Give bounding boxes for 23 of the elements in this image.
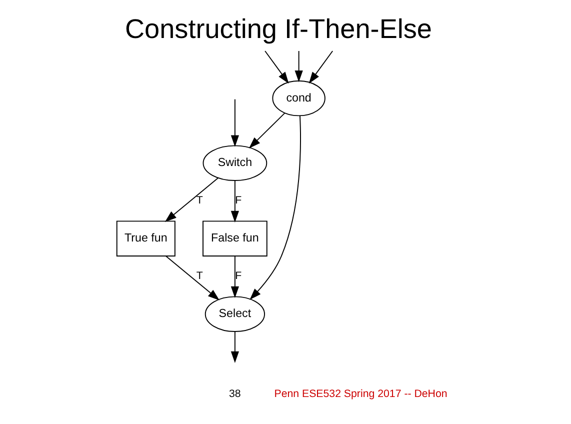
node-ellipse: Select — [204, 296, 264, 332]
edge-label: F — [234, 270, 242, 282]
arrow — [230, 331, 239, 363]
arrow — [294, 50, 302, 82]
arrow — [230, 256, 239, 298]
node-box: False fun — [202, 220, 267, 257]
edge-label: T — [196, 270, 202, 282]
arrow — [308, 50, 333, 84]
arrow — [164, 177, 218, 222]
node-box: True fun — [116, 220, 175, 257]
edge-label: F — [234, 194, 242, 207]
arrow — [249, 116, 300, 300]
node-ellipse: cond — [272, 80, 325, 116]
arrow — [230, 180, 239, 222]
arrow — [165, 256, 220, 300]
arrow — [248, 112, 285, 148]
diagram-title: Constructing If-Then-Else — [124, 12, 432, 44]
label: Penn ESE532 Spring 2017 -- DeHon — [274, 388, 447, 400]
edge-label: T — [196, 194, 202, 207]
arrow — [264, 50, 288, 84]
node-ellipse: Switch — [202, 145, 267, 182]
arrow — [230, 98, 239, 147]
label: 38 — [228, 388, 240, 400]
